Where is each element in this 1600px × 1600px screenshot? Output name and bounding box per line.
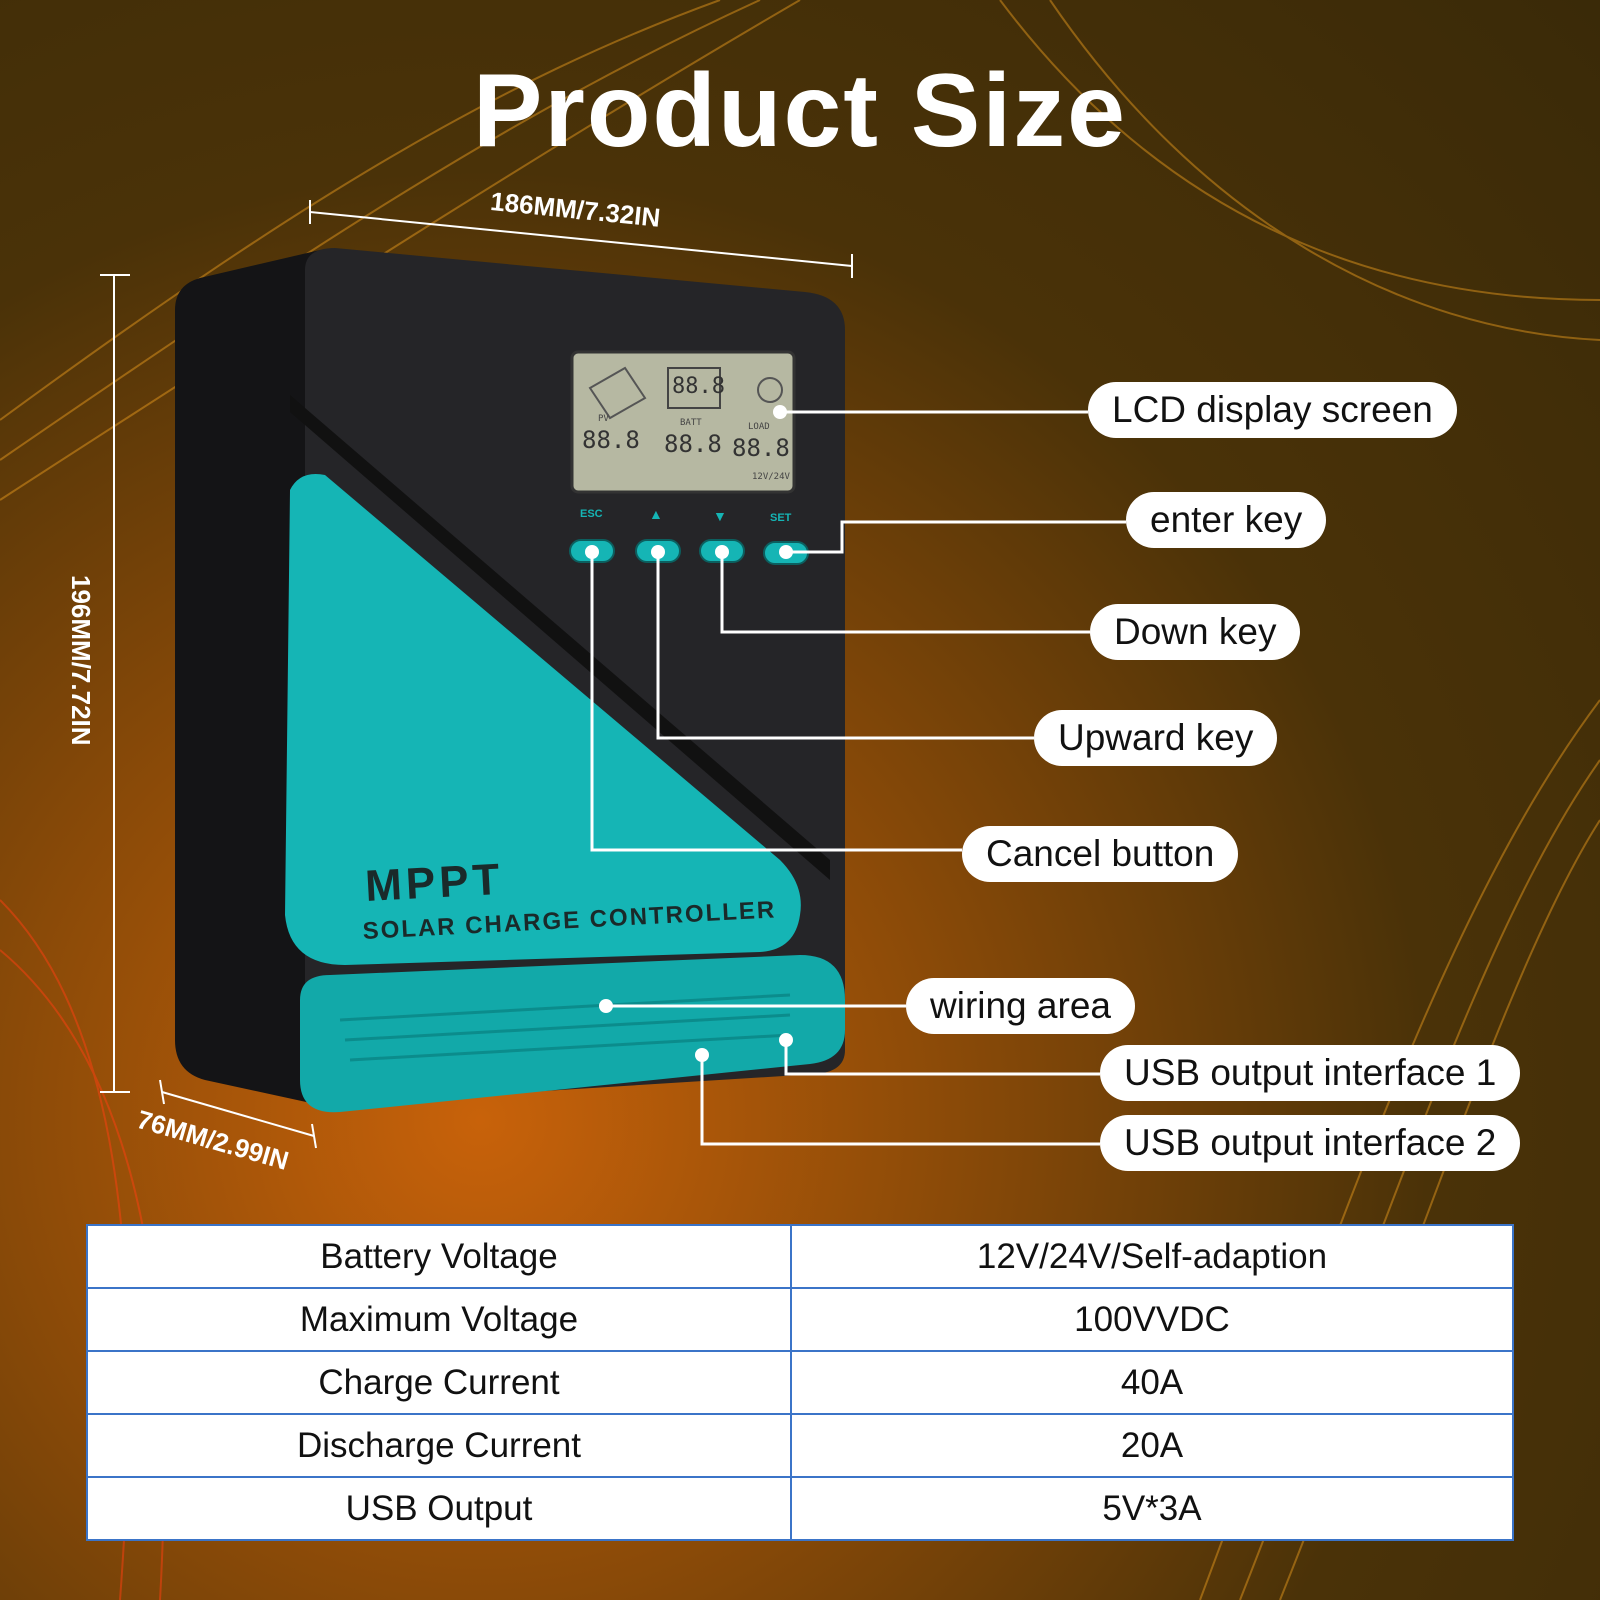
spec-value: 20A (790, 1413, 1514, 1478)
lcd-load-value: 88.8 (732, 434, 790, 462)
lcd-pv-value: 88.8 (582, 426, 640, 454)
table-row: USB Output 5V*3A (86, 1476, 1514, 1541)
table-row: Charge Current 40A (86, 1350, 1514, 1415)
spec-value: 12V/24V/Self-adaption (790, 1224, 1514, 1289)
spec-value: 40A (790, 1350, 1514, 1415)
spec-key: Charge Current (86, 1350, 792, 1415)
callout-usb-output-2: USB output interface 2 (1100, 1115, 1521, 1171)
up-key-label: ▲ (649, 506, 663, 522)
esc-key-label: ESC (580, 508, 603, 520)
spec-key: Maximum Voltage (86, 1287, 792, 1352)
callout-enter-key: enter key (1126, 492, 1327, 548)
callout-usb-output-1: USB output interface 1 (1100, 1045, 1521, 1101)
table-row: Maximum Voltage 100VVDC (86, 1287, 1514, 1352)
set-key-label: SET (770, 512, 792, 524)
table-row: Battery Voltage 12V/24V/Self-adaption (86, 1224, 1514, 1289)
brand-mppt: MPPT (364, 854, 505, 911)
callout-down-key: Down key (1090, 604, 1301, 660)
spec-value: 100VVDC (790, 1287, 1514, 1352)
spec-key: Discharge Current (86, 1413, 792, 1478)
callout-upward-key: Upward key (1034, 710, 1278, 766)
spec-key: Battery Voltage (86, 1224, 792, 1289)
lcd-load-label: LOAD (748, 422, 770, 432)
lcd-system-voltage: 12V/24V (752, 472, 790, 482)
lcd-top-value: 88.8 (672, 374, 725, 399)
lcd-batt-value: 88.8 (664, 430, 722, 458)
table-row: Discharge Current 20A (86, 1413, 1514, 1478)
page-title: Product Size (473, 53, 1127, 169)
spec-table: Battery Voltage 12V/24V/Self-adaption Ma… (86, 1224, 1514, 1541)
spec-key: USB Output (86, 1476, 792, 1541)
callout-cancel-button: Cancel button (962, 826, 1239, 882)
spec-value: 5V*3A (790, 1476, 1514, 1541)
lcd-batt-label: BATT (680, 418, 702, 428)
down-key-label: ▼ (713, 508, 727, 524)
callout-lcd-display: LCD display screen (1088, 382, 1457, 438)
lcd-pv-label: PV (598, 414, 609, 424)
callout-wiring-area: wiring area (906, 978, 1135, 1034)
